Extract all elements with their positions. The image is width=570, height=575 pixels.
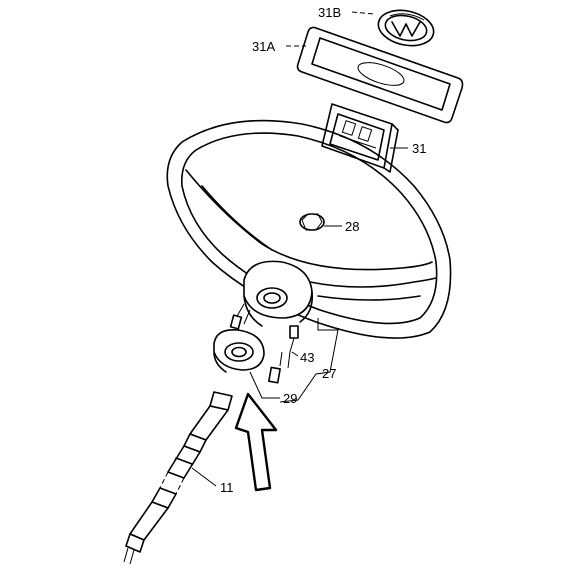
steering-column-shaft-11 [123, 391, 233, 565]
assembly-direction-arrow [234, 392, 278, 492]
callout-31a: 31A [252, 39, 275, 54]
emblem-badge-31b [377, 9, 435, 47]
callout-31: 31 [412, 141, 426, 156]
callout-31b: 31B [318, 5, 341, 20]
steering-wheel [166, 119, 452, 339]
cancelling-ring-29 [213, 328, 265, 373]
callout-29: 29 [283, 391, 297, 406]
horn-pad-frame-31a [296, 26, 464, 124]
callout-28: 28 [345, 219, 359, 234]
leader-lines [191, 11, 408, 487]
callout-43: 43 [300, 350, 314, 365]
callout-27: 27 [322, 366, 336, 381]
callout-11: 11 [220, 480, 234, 495]
